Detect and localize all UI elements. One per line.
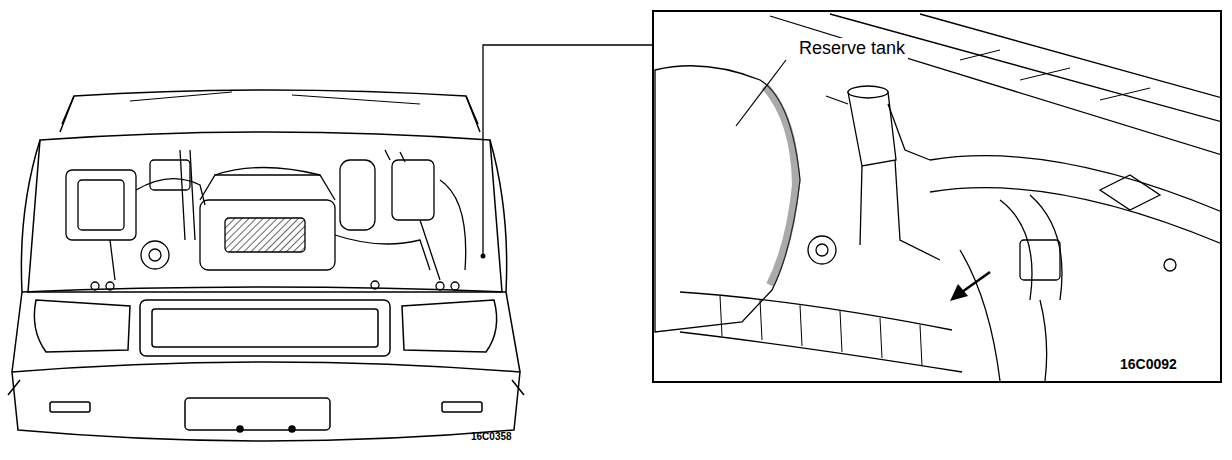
part-name: Reserve tank — [796, 38, 908, 60]
inset-illustration-part — [816, 244, 828, 256]
inset-illustration-part — [848, 92, 896, 166]
car-body-part — [12, 362, 520, 441]
car-body-part — [50, 402, 90, 412]
car-body-part — [60, 90, 480, 132]
inset-illustration-part — [808, 236, 836, 264]
engine-part — [371, 281, 379, 289]
engine-part — [392, 160, 434, 220]
inset-illustration-part — [1000, 195, 1062, 300]
figure-number: 16C0092 — [1120, 357, 1177, 372]
engine-part — [436, 282, 444, 290]
leader-dot — [481, 254, 486, 259]
car-body-part — [62, 96, 478, 124]
engine-part — [200, 200, 335, 270]
engine-part — [141, 241, 169, 269]
inset-illustration-part — [930, 156, 1220, 244]
car-body-part — [12, 140, 40, 372]
car-body-part — [130, 92, 420, 104]
leader-line — [736, 60, 786, 126]
figure-number: 16C0358 — [471, 431, 512, 442]
inset-illustration-part — [960, 50, 1150, 100]
engine-part — [200, 175, 335, 200]
engine-part — [385, 150, 405, 162]
inset-illustration-part — [1100, 175, 1160, 210]
engine-part — [440, 180, 466, 270]
inset-illustration — [655, 14, 1220, 381]
inset-illustration-part — [1020, 240, 1060, 280]
pointer-arrow-part — [962, 272, 990, 292]
engine-part — [91, 282, 99, 290]
car-body — [8, 90, 524, 441]
engine-part — [335, 235, 430, 270]
inset-illustration-part — [680, 292, 962, 372]
inset-illustration-part — [720, 296, 922, 366]
inset-illustration-part — [765, 86, 796, 285]
engine-part — [78, 180, 124, 230]
engine-part — [66, 170, 136, 240]
car-body-part — [442, 402, 482, 412]
engine-part — [225, 218, 305, 252]
pointer-arrow-part — [950, 284, 968, 301]
leader-line — [483, 45, 652, 256]
car-body-part — [28, 132, 502, 292]
engine-part — [451, 282, 459, 290]
car-body-part — [152, 309, 378, 347]
inset-illustration-part — [960, 250, 1047, 381]
inset-panel: Reserve tank 16C0092 — [652, 10, 1222, 383]
inset-illustration-part — [770, 14, 1220, 155]
engine-part — [180, 150, 195, 240]
car-body-part — [402, 300, 497, 352]
inset-illustration-part — [848, 86, 888, 98]
car-body-part — [289, 426, 295, 432]
engine-part — [149, 249, 161, 261]
car-body-part — [8, 380, 524, 395]
inset-illustration-part — [860, 160, 940, 260]
car-body-part — [237, 426, 243, 432]
inset-illustration-part — [826, 96, 930, 160]
inset-illustration-part — [655, 66, 800, 332]
engine-part — [136, 179, 205, 205]
inset-illustration-part — [1164, 259, 1176, 271]
engine-part — [340, 160, 375, 230]
engine-part — [106, 282, 114, 290]
engine-part — [215, 168, 320, 176]
car-body-part — [140, 300, 390, 356]
pointer-arrow — [950, 272, 990, 301]
engine-part — [110, 220, 440, 280]
engine — [66, 150, 466, 290]
car-body-part — [185, 398, 330, 430]
engine-part — [150, 160, 190, 190]
car-body-part — [34, 300, 130, 352]
